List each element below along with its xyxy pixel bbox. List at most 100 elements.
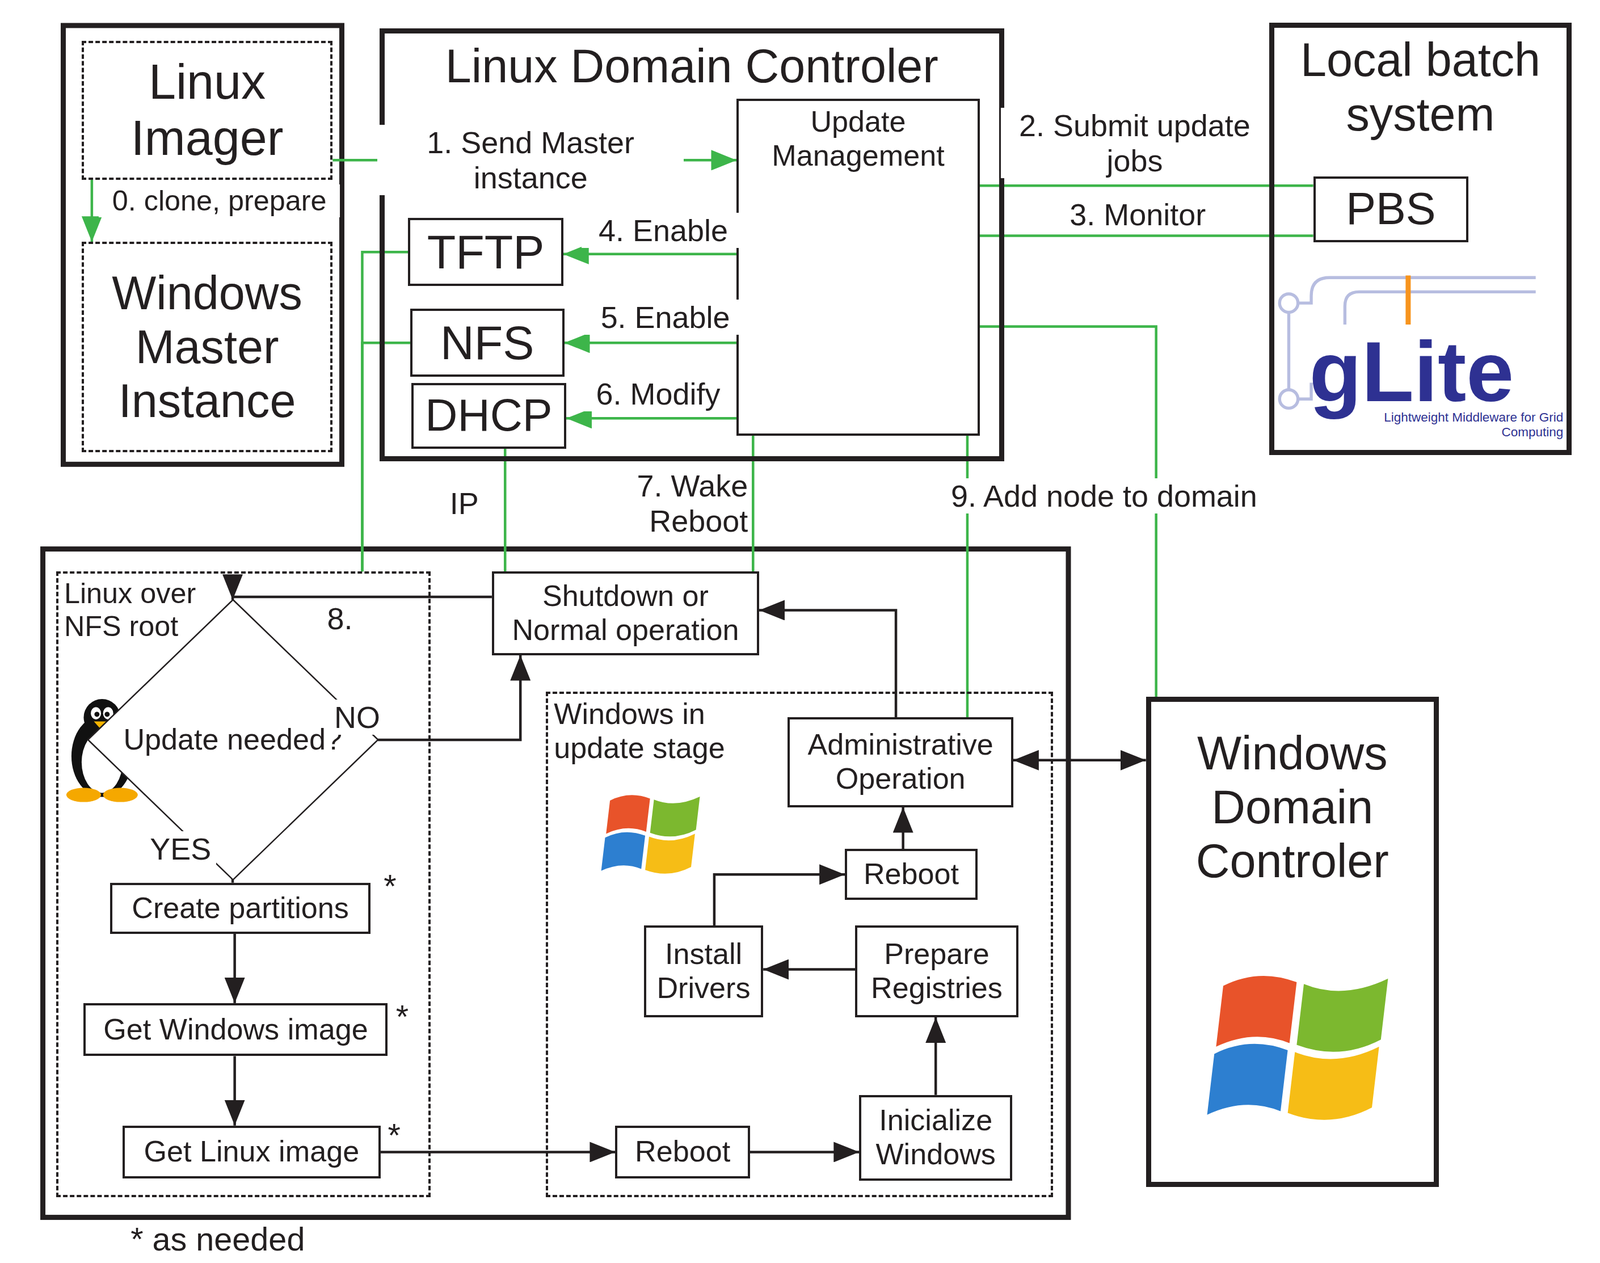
network-link (751, 435, 755, 572)
flow-arrow (1013, 759, 1147, 762)
windows-logo (1207, 975, 1389, 1120)
windows-logo (601, 794, 701, 874)
box-label: Administrative Operation (789, 727, 1011, 797)
controller-panel: Windows Domain Controler (1146, 696, 1439, 1187)
network-link (361, 251, 408, 572)
network-link (503, 448, 507, 572)
edge-label: YES (144, 831, 217, 867)
process-box: Reboot (844, 848, 978, 900)
penguin-icon-part (94, 711, 100, 717)
glite-logo-lines-part (1279, 293, 1298, 313)
box-label: TFTP (427, 225, 545, 280)
box-label: Create partitions (131, 891, 349, 926)
penguin-icon-part (103, 787, 138, 802)
region-heading: Local batch system (1274, 27, 1566, 142)
flow-arrow (233, 1055, 237, 1126)
footnote-text: * as needed (130, 1220, 397, 1258)
footnote-mark: * (387, 1116, 408, 1155)
box-label: Update needed? (123, 722, 343, 757)
process-box: Inicialize Windows (859, 1095, 1013, 1181)
network-link (90, 179, 94, 243)
penguin-icon-part (104, 711, 110, 717)
box-label: Linux Imager (83, 53, 331, 167)
glite-logo-lines-part (1287, 311, 1291, 390)
windows-logo-part (1207, 975, 1389, 1120)
stage-region: Windows in update stageAdministrative Op… (545, 691, 1054, 1197)
edge-label: NO (326, 699, 389, 735)
edge-label: IP (433, 485, 495, 521)
box-label: Inicialize Windows (861, 1103, 1010, 1172)
flow-arrow (763, 967, 856, 971)
decision-outline-shape (87, 599, 378, 880)
glite-logo-lines-part (1344, 291, 1536, 325)
region-heading: Windows Domain Controler (1151, 720, 1434, 888)
glite-logo-lines-part (1405, 275, 1411, 325)
imager-frame-part (63, 25, 343, 465)
service-box: PBS (1313, 176, 1469, 243)
logo-tagline: Lightweight Middleware for Grid Computin… (1367, 410, 1564, 440)
penguin-icon-part (66, 787, 101, 802)
stage-region: Linux over NFS rootUpdate needed?Create … (56, 571, 431, 1197)
imager-frame (63, 25, 343, 465)
decision-diamond: Update needed? (87, 599, 378, 880)
process-box: Install Drivers (643, 925, 764, 1018)
footnote-mark: * (396, 998, 417, 1036)
flow-arrow (901, 807, 905, 850)
flow-arrow (232, 596, 492, 600)
penguin-icon-part (90, 706, 101, 720)
box-label: Get Windows image (103, 1012, 369, 1047)
box-label: Install Drivers (646, 937, 761, 1006)
box-label: PBS (1345, 183, 1436, 235)
edge-label: 9. Add node to domain (930, 478, 1278, 514)
box-label: Get Linux image (143, 1134, 360, 1169)
process-box: Reboot (615, 1125, 750, 1180)
process-box: Get Windows image (83, 1003, 388, 1057)
process-box: Get Linux image (122, 1125, 381, 1180)
compute-node-frame-part (43, 549, 1069, 1218)
service-box: TFTP (407, 217, 563, 286)
network-link (979, 184, 1314, 188)
region-heading: Linux Domain Controler (384, 33, 1000, 94)
region-heading: Windows in update stage (548, 693, 778, 769)
box-label: DHCP (424, 389, 553, 442)
box-label: Windows Master Instance (83, 266, 331, 428)
flow-arrow (750, 1150, 860, 1154)
flow-arrow (934, 1017, 938, 1096)
compute-node-frame (43, 549, 1069, 1218)
process-box: Update Management (736, 98, 980, 436)
edge-label: 6. Modify (581, 376, 735, 412)
flow-arrow (233, 933, 237, 1004)
box-label: NFS (440, 316, 534, 370)
edge-label: 4. Enable (581, 212, 745, 248)
footnote-mark: * (383, 867, 404, 905)
box-label: Prepare Registries (857, 937, 1017, 1006)
box-label: Shutdown or Normal operation (494, 579, 757, 648)
process-box: Create partitions (110, 882, 371, 934)
imager-box: Linux Imager (81, 40, 333, 180)
process-box: Shutdown or Normal operation (491, 571, 760, 655)
service-box: NFS (410, 308, 565, 377)
network-link (564, 341, 738, 345)
box-label: Reboot (634, 1134, 731, 1169)
network-link (563, 253, 738, 256)
edge-label: 3. Monitor (1015, 196, 1261, 233)
flow-arrow (714, 874, 845, 926)
edge-label: 2. Submit update jobs (1000, 107, 1269, 179)
edge-label: 5. Enable (583, 299, 748, 335)
flow-arrow (377, 655, 521, 740)
logo-text: gLite (1308, 322, 1555, 421)
glite-logo-lines-part (1279, 389, 1298, 408)
master-instance-box: Windows Master Instance (81, 241, 333, 452)
edge-label: 1. Send Master instance (377, 124, 684, 196)
network-link (979, 234, 1314, 238)
network-link (566, 417, 737, 420)
windows-logo-part (601, 794, 701, 874)
flow-arrow (759, 609, 896, 718)
service-box: DHCP (411, 382, 567, 449)
process-box: Administrative Operation (787, 717, 1013, 807)
flow-arrow (380, 1150, 616, 1154)
region-heading: Update Management (738, 100, 978, 173)
edge-label: 0. clone, prepare (98, 184, 340, 218)
edge-label: 8. (314, 600, 366, 637)
